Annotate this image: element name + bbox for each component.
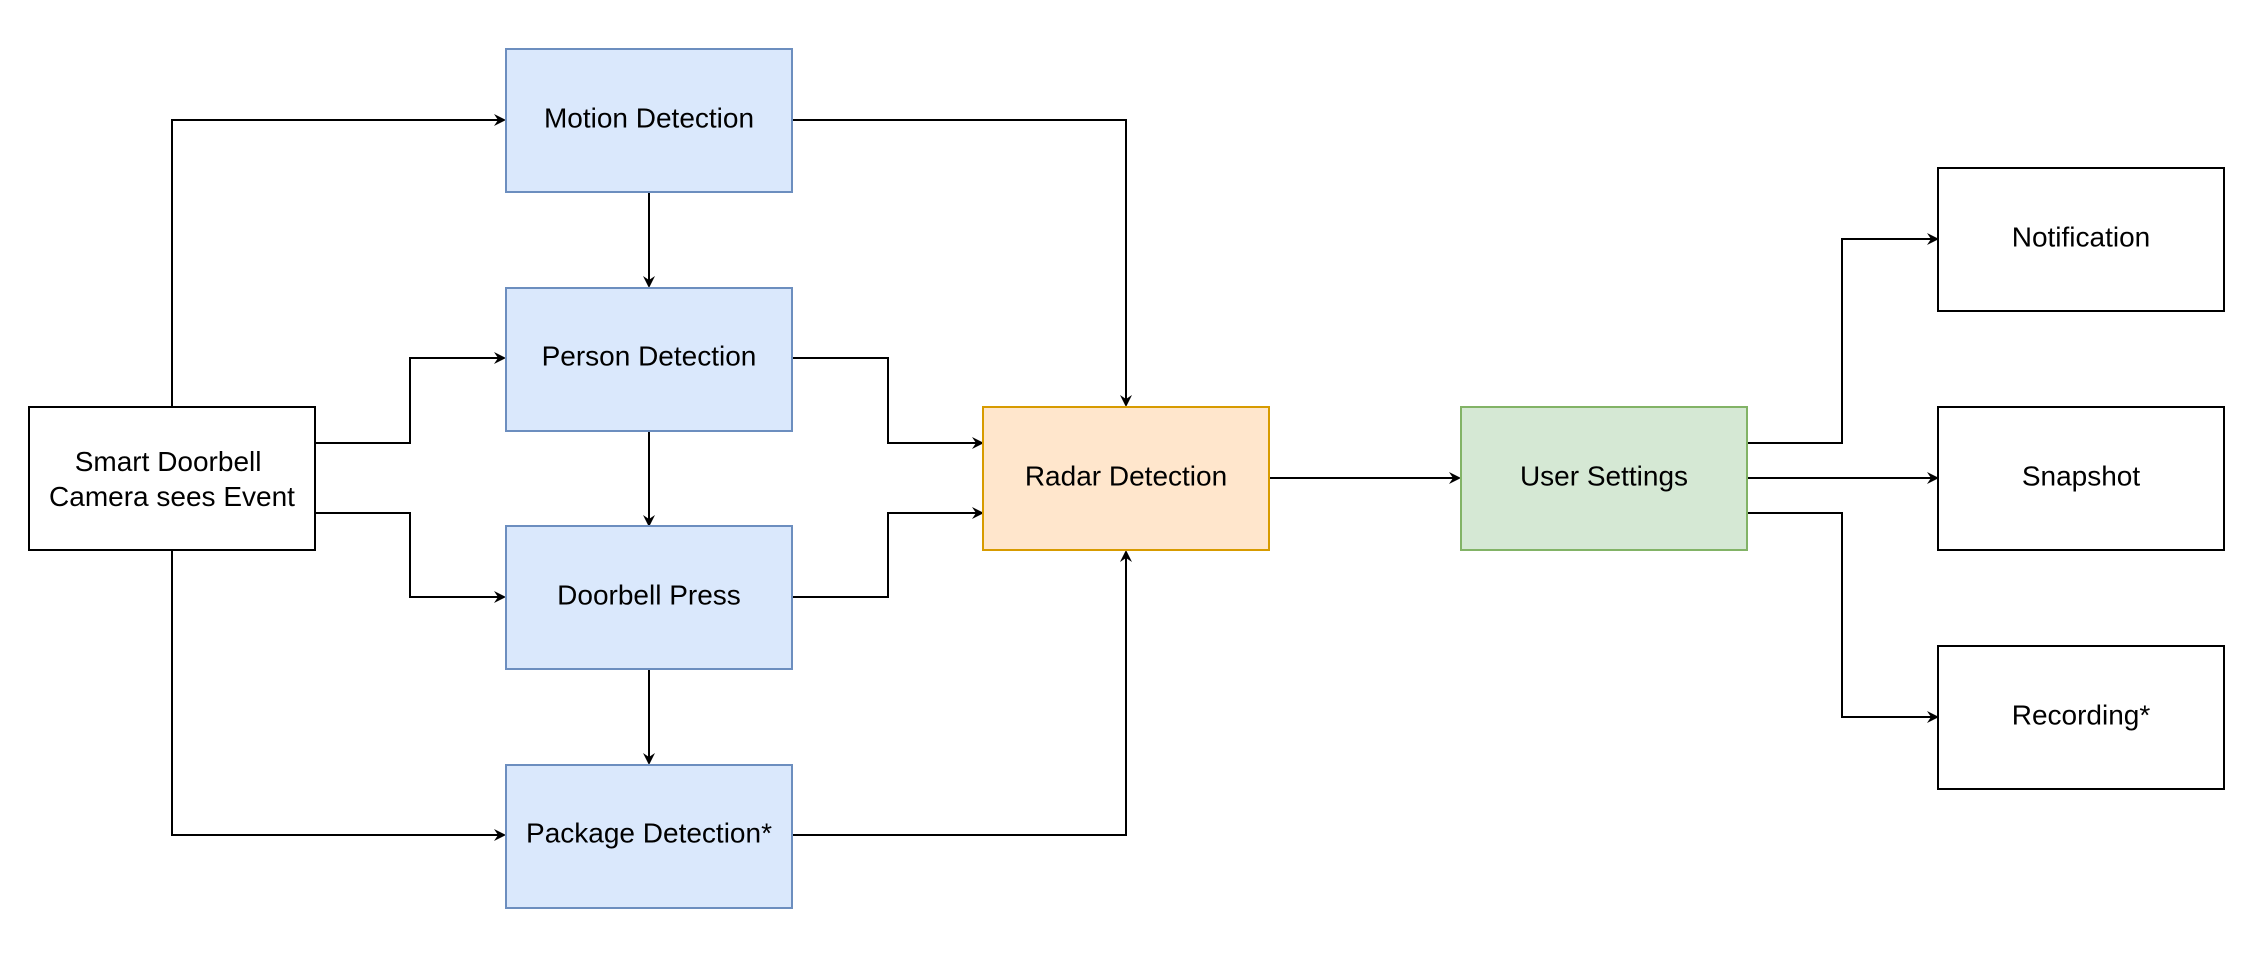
node-package-label: Package Detection*: [526, 817, 772, 848]
node-source: Smart Doorbell Camera sees Event: [28, 406, 316, 551]
edge-motion-to-radar: [793, 119, 1132, 407]
node-source-label-line1: Smart Doorbell: [75, 446, 262, 477]
node-motion-detection: Motion Detection: [505, 48, 793, 193]
node-recording: Recording*: [1937, 645, 2225, 790]
edges: [171, 114, 1939, 841]
edge-source-to-person: [315, 352, 506, 444]
node-doorbell-press: Doorbell Press: [505, 525, 793, 670]
node-snapshot-label: Snapshot: [2022, 460, 2141, 491]
edge-source-to-doorbell: [315, 512, 506, 603]
node-doorbell-label: Doorbell Press: [557, 579, 741, 610]
node-package-detection: Package Detection*: [505, 764, 793, 909]
node-recording-label: Recording*: [2012, 699, 2151, 730]
node-settings-label: User Settings: [1520, 460, 1688, 491]
node-radar-detection: Radar Detection: [982, 406, 1270, 551]
node-source-label: Smart Doorbell Camera sees Event: [49, 446, 295, 512]
edge-settings-to-recording: [1747, 512, 1939, 723]
node-user-settings: User Settings: [1460, 406, 1748, 551]
edge-source-to-motion: [171, 114, 506, 407]
node-source-label-line2: Camera sees Event: [49, 481, 295, 512]
node-radar-label: Radar Detection: [1025, 460, 1227, 491]
node-notification-label: Notification: [2012, 221, 2151, 252]
node-notification: Notification: [1937, 167, 2225, 312]
node-person-label: Person Detection: [542, 340, 757, 371]
edge-doorbell-to-radar: [793, 507, 984, 598]
edge-person-to-radar: [793, 357, 984, 449]
node-person-detection: Person Detection: [505, 287, 793, 432]
edge-settings-to-notification: [1747, 233, 1939, 444]
edge-source-to-package: [171, 550, 506, 841]
node-motion-label: Motion Detection: [544, 102, 754, 133]
node-snapshot: Snapshot: [1937, 406, 2225, 551]
edge-package-to-radar: [793, 550, 1132, 836]
